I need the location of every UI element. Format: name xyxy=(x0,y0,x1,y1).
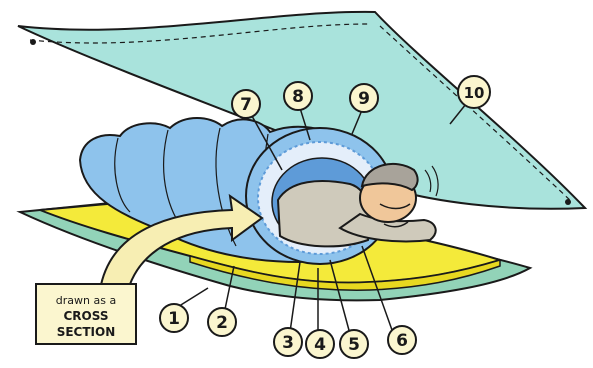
svg-text:4: 4 xyxy=(314,335,326,355)
svg-text:7: 7 xyxy=(240,95,252,115)
caption-line-3: SECTION xyxy=(57,325,116,339)
callout-9: 9 xyxy=(350,84,378,112)
callout-1: 1 xyxy=(160,304,188,332)
svg-text:8: 8 xyxy=(292,87,304,107)
callout-5: 5 xyxy=(340,330,368,358)
svg-text:9: 9 xyxy=(358,89,370,109)
callout-2: 2 xyxy=(208,308,236,336)
svg-text:1: 1 xyxy=(168,309,180,329)
callout-6: 6 xyxy=(388,326,416,354)
callout-3: 3 xyxy=(274,328,302,356)
svg-text:10: 10 xyxy=(464,84,485,102)
caption-line-2: CROSS xyxy=(64,309,109,323)
callout-7: 7 xyxy=(232,90,260,118)
callout-8: 8 xyxy=(284,82,312,110)
tarp-grommet-right xyxy=(565,199,571,205)
callout-10: 10 xyxy=(458,76,490,108)
tarp-grommet-left xyxy=(30,39,36,45)
callout-4: 4 xyxy=(306,330,334,358)
svg-text:5: 5 xyxy=(348,335,360,355)
svg-text:2: 2 xyxy=(216,313,228,333)
svg-text:6: 6 xyxy=(396,331,408,351)
caption-line-1: drawn as a xyxy=(56,294,116,307)
svg-text:3: 3 xyxy=(282,333,294,353)
